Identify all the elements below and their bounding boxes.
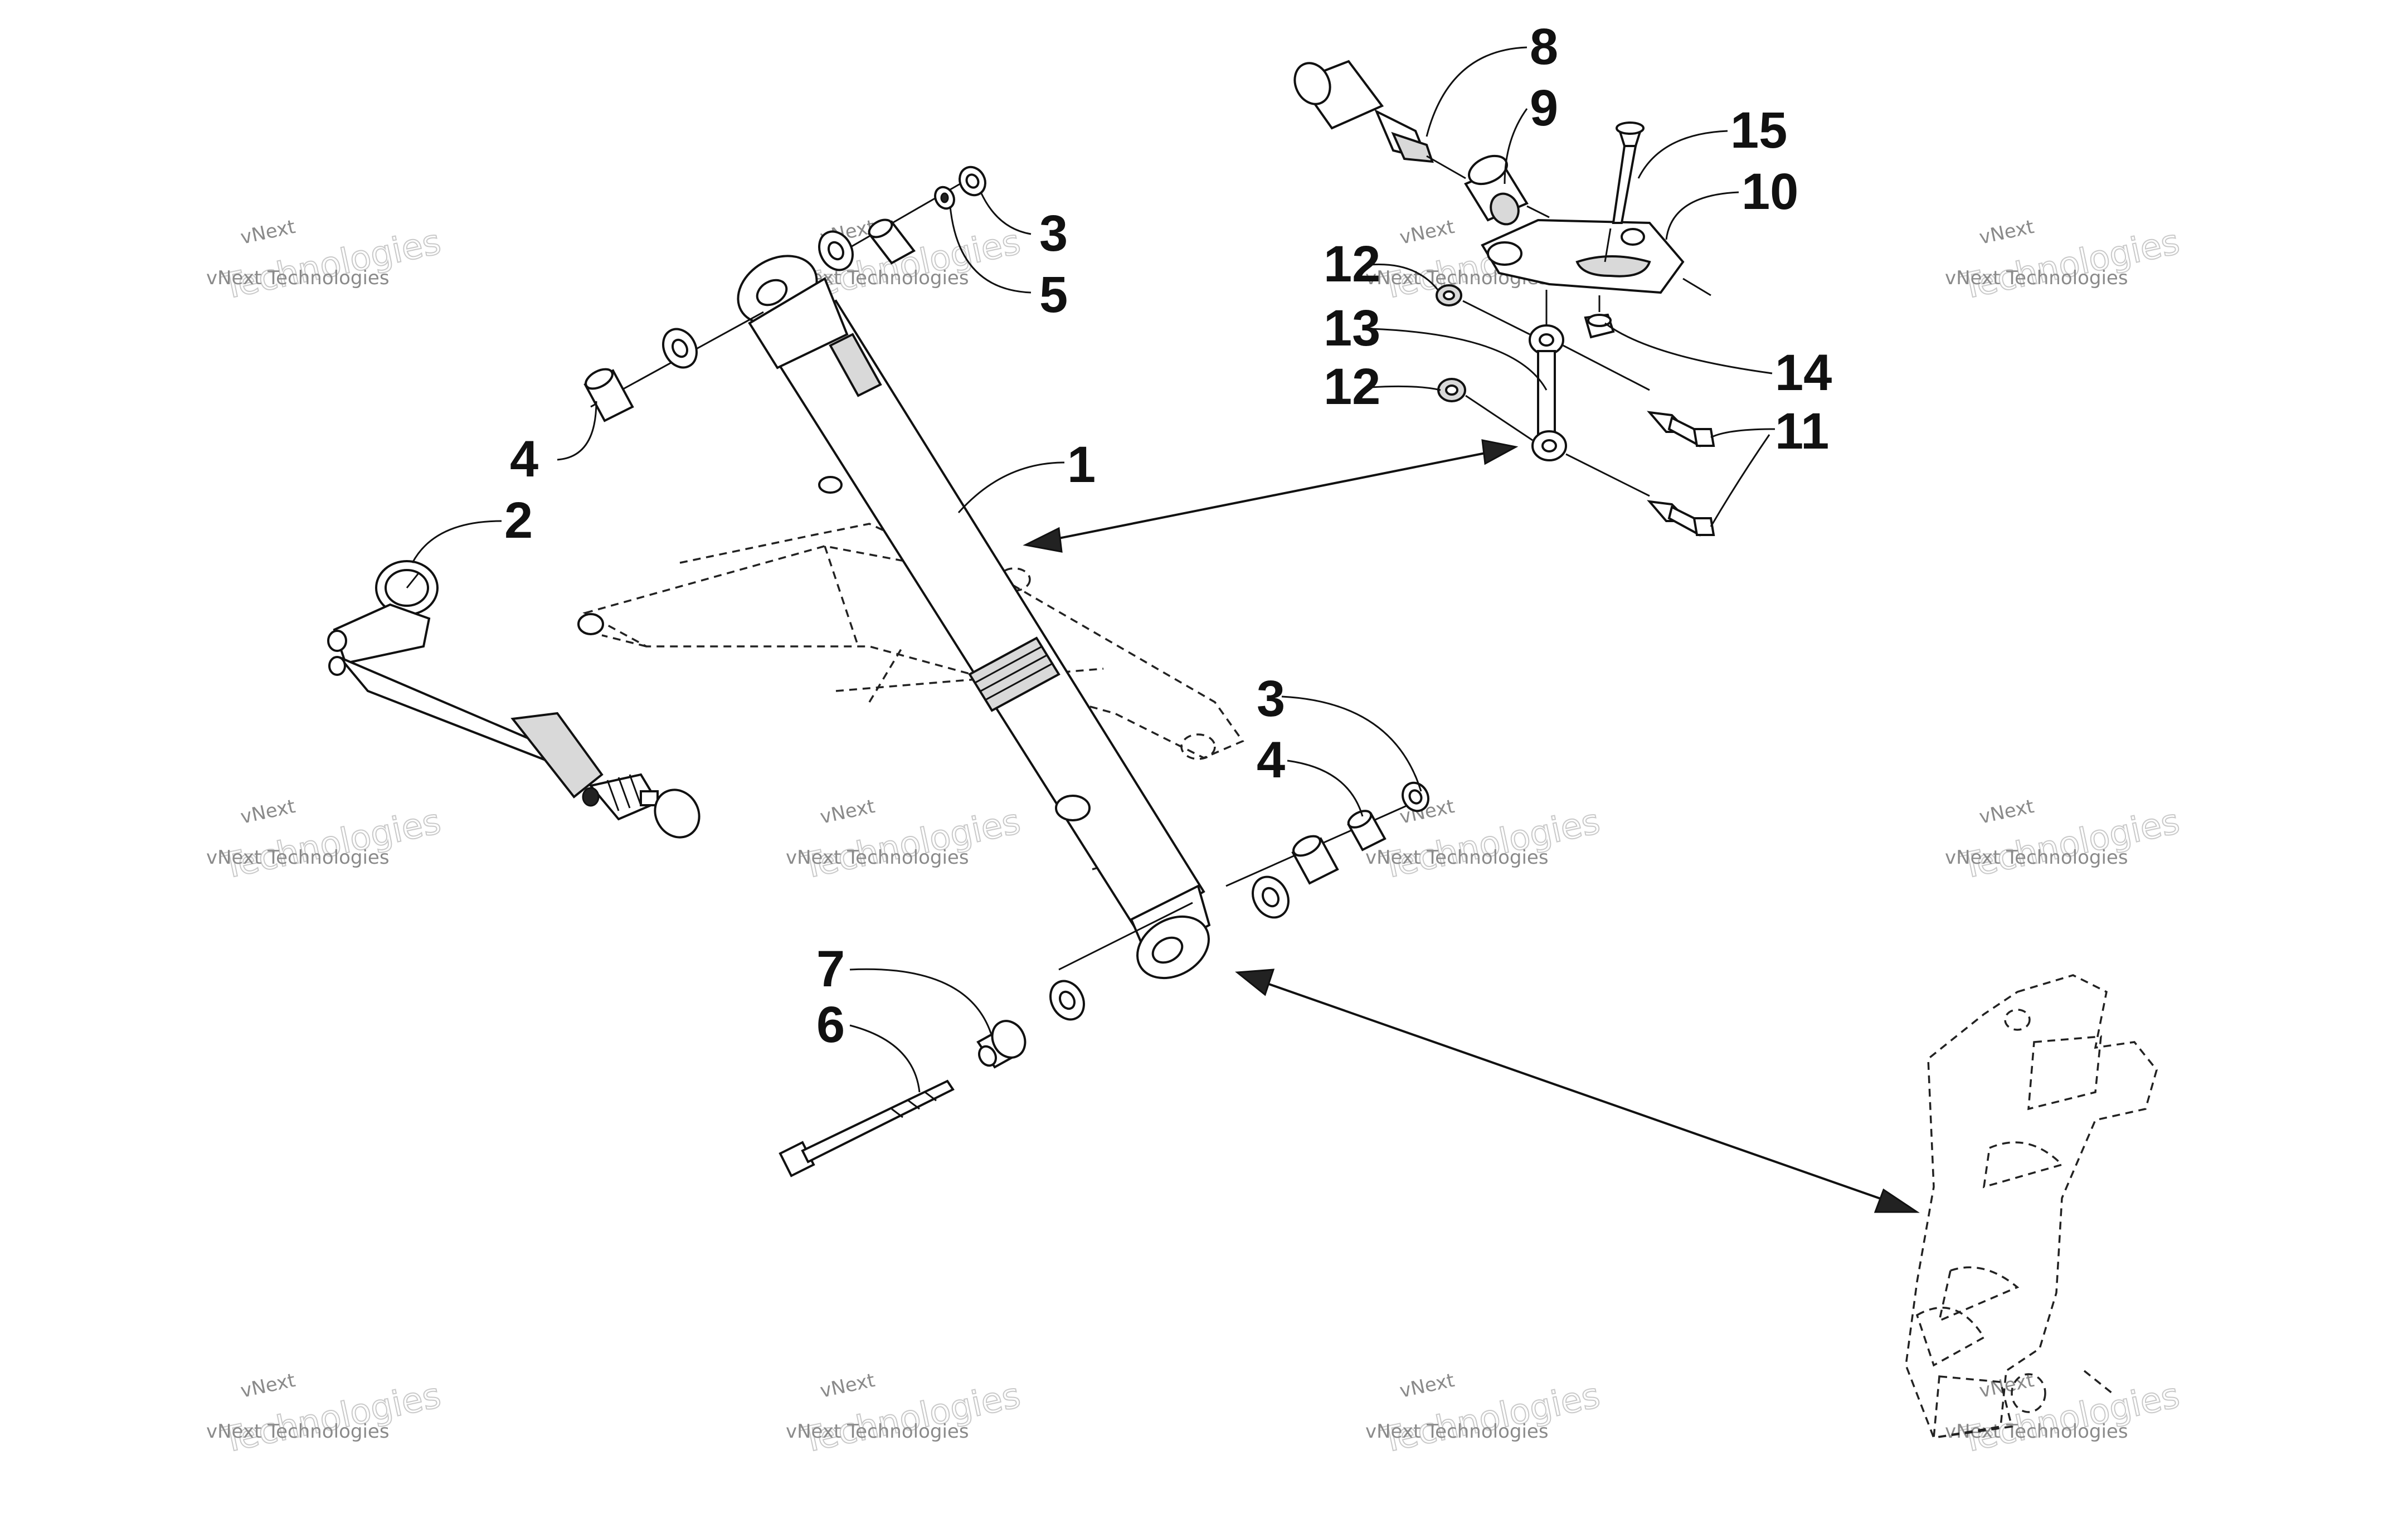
- svg-text:vNext Technologies: vNext Technologies: [206, 1420, 390, 1443]
- watermark: Technologies vNext vNext Technologies: [206, 216, 445, 308]
- watermark: Technologies vNext vNext Technologies: [1945, 1369, 2183, 1461]
- callout-8: 8: [1530, 18, 1558, 75]
- spindle-outline: [1905, 974, 2158, 1439]
- svg-text:vNext Technologies: vNext Technologies: [1945, 846, 2128, 869]
- linkage-assembly: [1293, 60, 1715, 537]
- svg-text:vNext: vNext: [818, 795, 877, 829]
- callout-10: 10: [1741, 163, 1798, 220]
- callout-14: 14: [1775, 344, 1832, 401]
- svg-text:vNext: vNext: [1398, 1369, 1456, 1403]
- shock-absorber: [737, 255, 1211, 980]
- watermark-grid: Technologies vNext vNext Technologies Te…: [206, 216, 2183, 1461]
- svg-text:vNext: vNext: [1977, 795, 2036, 829]
- shock-pump: [327, 560, 700, 839]
- callout-6: 6: [816, 996, 845, 1053]
- svg-text:vNext Technologies: vNext Technologies: [786, 1420, 969, 1443]
- callout-13: 13: [1324, 300, 1380, 357]
- svg-text:vNext Technologies: vNext Technologies: [206, 267, 390, 289]
- callout-9: 9: [1530, 80, 1558, 137]
- svg-text:vNext Technologies: vNext Technologies: [786, 846, 969, 869]
- svg-text:vNext: vNext: [1398, 216, 1456, 249]
- callout-3-upper: 3: [1039, 205, 1068, 262]
- svg-text:vNext: vNext: [239, 216, 297, 249]
- callout-labels: 1 2 3 3 4 4 5 6 7 8 9 10 11 12 12 13 14 …: [504, 18, 1832, 1053]
- svg-text:vNext Technologies: vNext Technologies: [1945, 267, 2128, 289]
- svg-text:vNext Technologies: vNext Technologies: [1945, 1420, 2128, 1443]
- watermark: Technologies vNext vNext Technologies: [1945, 795, 2183, 887]
- callout-1: 1: [1067, 436, 1096, 493]
- lower-hardware: [779, 781, 1429, 1177]
- callout-5: 5: [1039, 266, 1068, 323]
- svg-text:vNext Technologies: vNext Technologies: [1365, 846, 1549, 869]
- leader-lines: [411, 46, 1775, 1093]
- callout-4-upper: 4: [510, 431, 538, 488]
- callout-11: 11: [1775, 403, 1829, 460]
- svg-text:vNext Technologies: vNext Technologies: [206, 846, 390, 869]
- callout-4-lower: 4: [1257, 732, 1285, 789]
- callout-2: 2: [504, 492, 533, 549]
- upper-hardware: [583, 166, 986, 422]
- svg-text:vNext: vNext: [1977, 216, 2036, 249]
- callout-7: 7: [816, 941, 845, 997]
- svg-text:vNext: vNext: [239, 1369, 297, 1403]
- callout-12-lower: 12: [1324, 358, 1380, 415]
- watermark: Technologies vNext vNext Technologies: [786, 1369, 1024, 1461]
- svg-text:vNext Technologies: vNext Technologies: [1365, 1420, 1549, 1443]
- watermark: Technologies vNext vNext Technologies: [206, 1369, 445, 1461]
- callout-12-upper: 12: [1324, 236, 1380, 293]
- watermark: Technologies vNext vNext Technologies: [1365, 1369, 1604, 1461]
- callout-15: 15: [1730, 102, 1787, 159]
- svg-text:vNext: vNext: [239, 795, 297, 829]
- watermark: Technologies vNext vNext Technologies: [786, 795, 1024, 887]
- watermark: Technologies vNext vNext Technologies: [1945, 216, 2183, 308]
- watermark: Technologies vNext vNext Technologies: [206, 795, 445, 887]
- callout-3-lower: 3: [1257, 670, 1285, 727]
- relation-arrows: [1023, 439, 1920, 1213]
- svg-text:vNext: vNext: [818, 1369, 877, 1403]
